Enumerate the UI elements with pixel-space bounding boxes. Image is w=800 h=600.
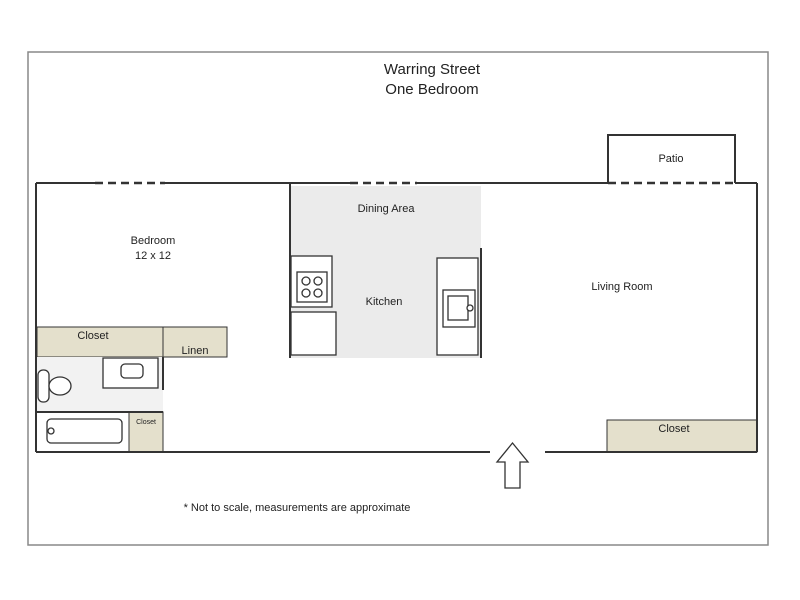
bedroom-closet-label: Closet — [77, 330, 108, 342]
toilet-tank — [37, 369, 50, 403]
toilet-icon — [48, 376, 72, 396]
bedroom-label: Bedroom — [131, 235, 176, 247]
living-closet — [606, 419, 758, 453]
living-room-label: Living Room — [591, 281, 652, 293]
footnote: * Not to scale, measurements are approxi… — [184, 502, 411, 514]
linen-closet — [162, 326, 228, 358]
bath-closet — [128, 411, 164, 453]
dining-label: Dining Area — [358, 203, 416, 215]
bedroom-size: 12 x 12 — [135, 250, 171, 262]
plan-title: Warring Street — [384, 61, 481, 78]
patio-label: Patio — [658, 153, 683, 165]
bathtub-icon — [46, 418, 123, 444]
bath-closet-label: Closet — [136, 419, 156, 426]
kitchen-label: Kitchen — [366, 296, 403, 308]
linen-label: Linen — [182, 345, 209, 357]
walls — [35, 134, 758, 453]
bedroom-closet — [36, 326, 164, 358]
entry-arrow-icon — [495, 441, 530, 489]
plan-subtitle: One Bedroom — [385, 81, 478, 98]
living-closet-label: Closet — [658, 423, 689, 435]
bath-sink-icon — [120, 363, 144, 379]
stove-icon — [296, 271, 328, 303]
refrigerator — [290, 311, 337, 356]
